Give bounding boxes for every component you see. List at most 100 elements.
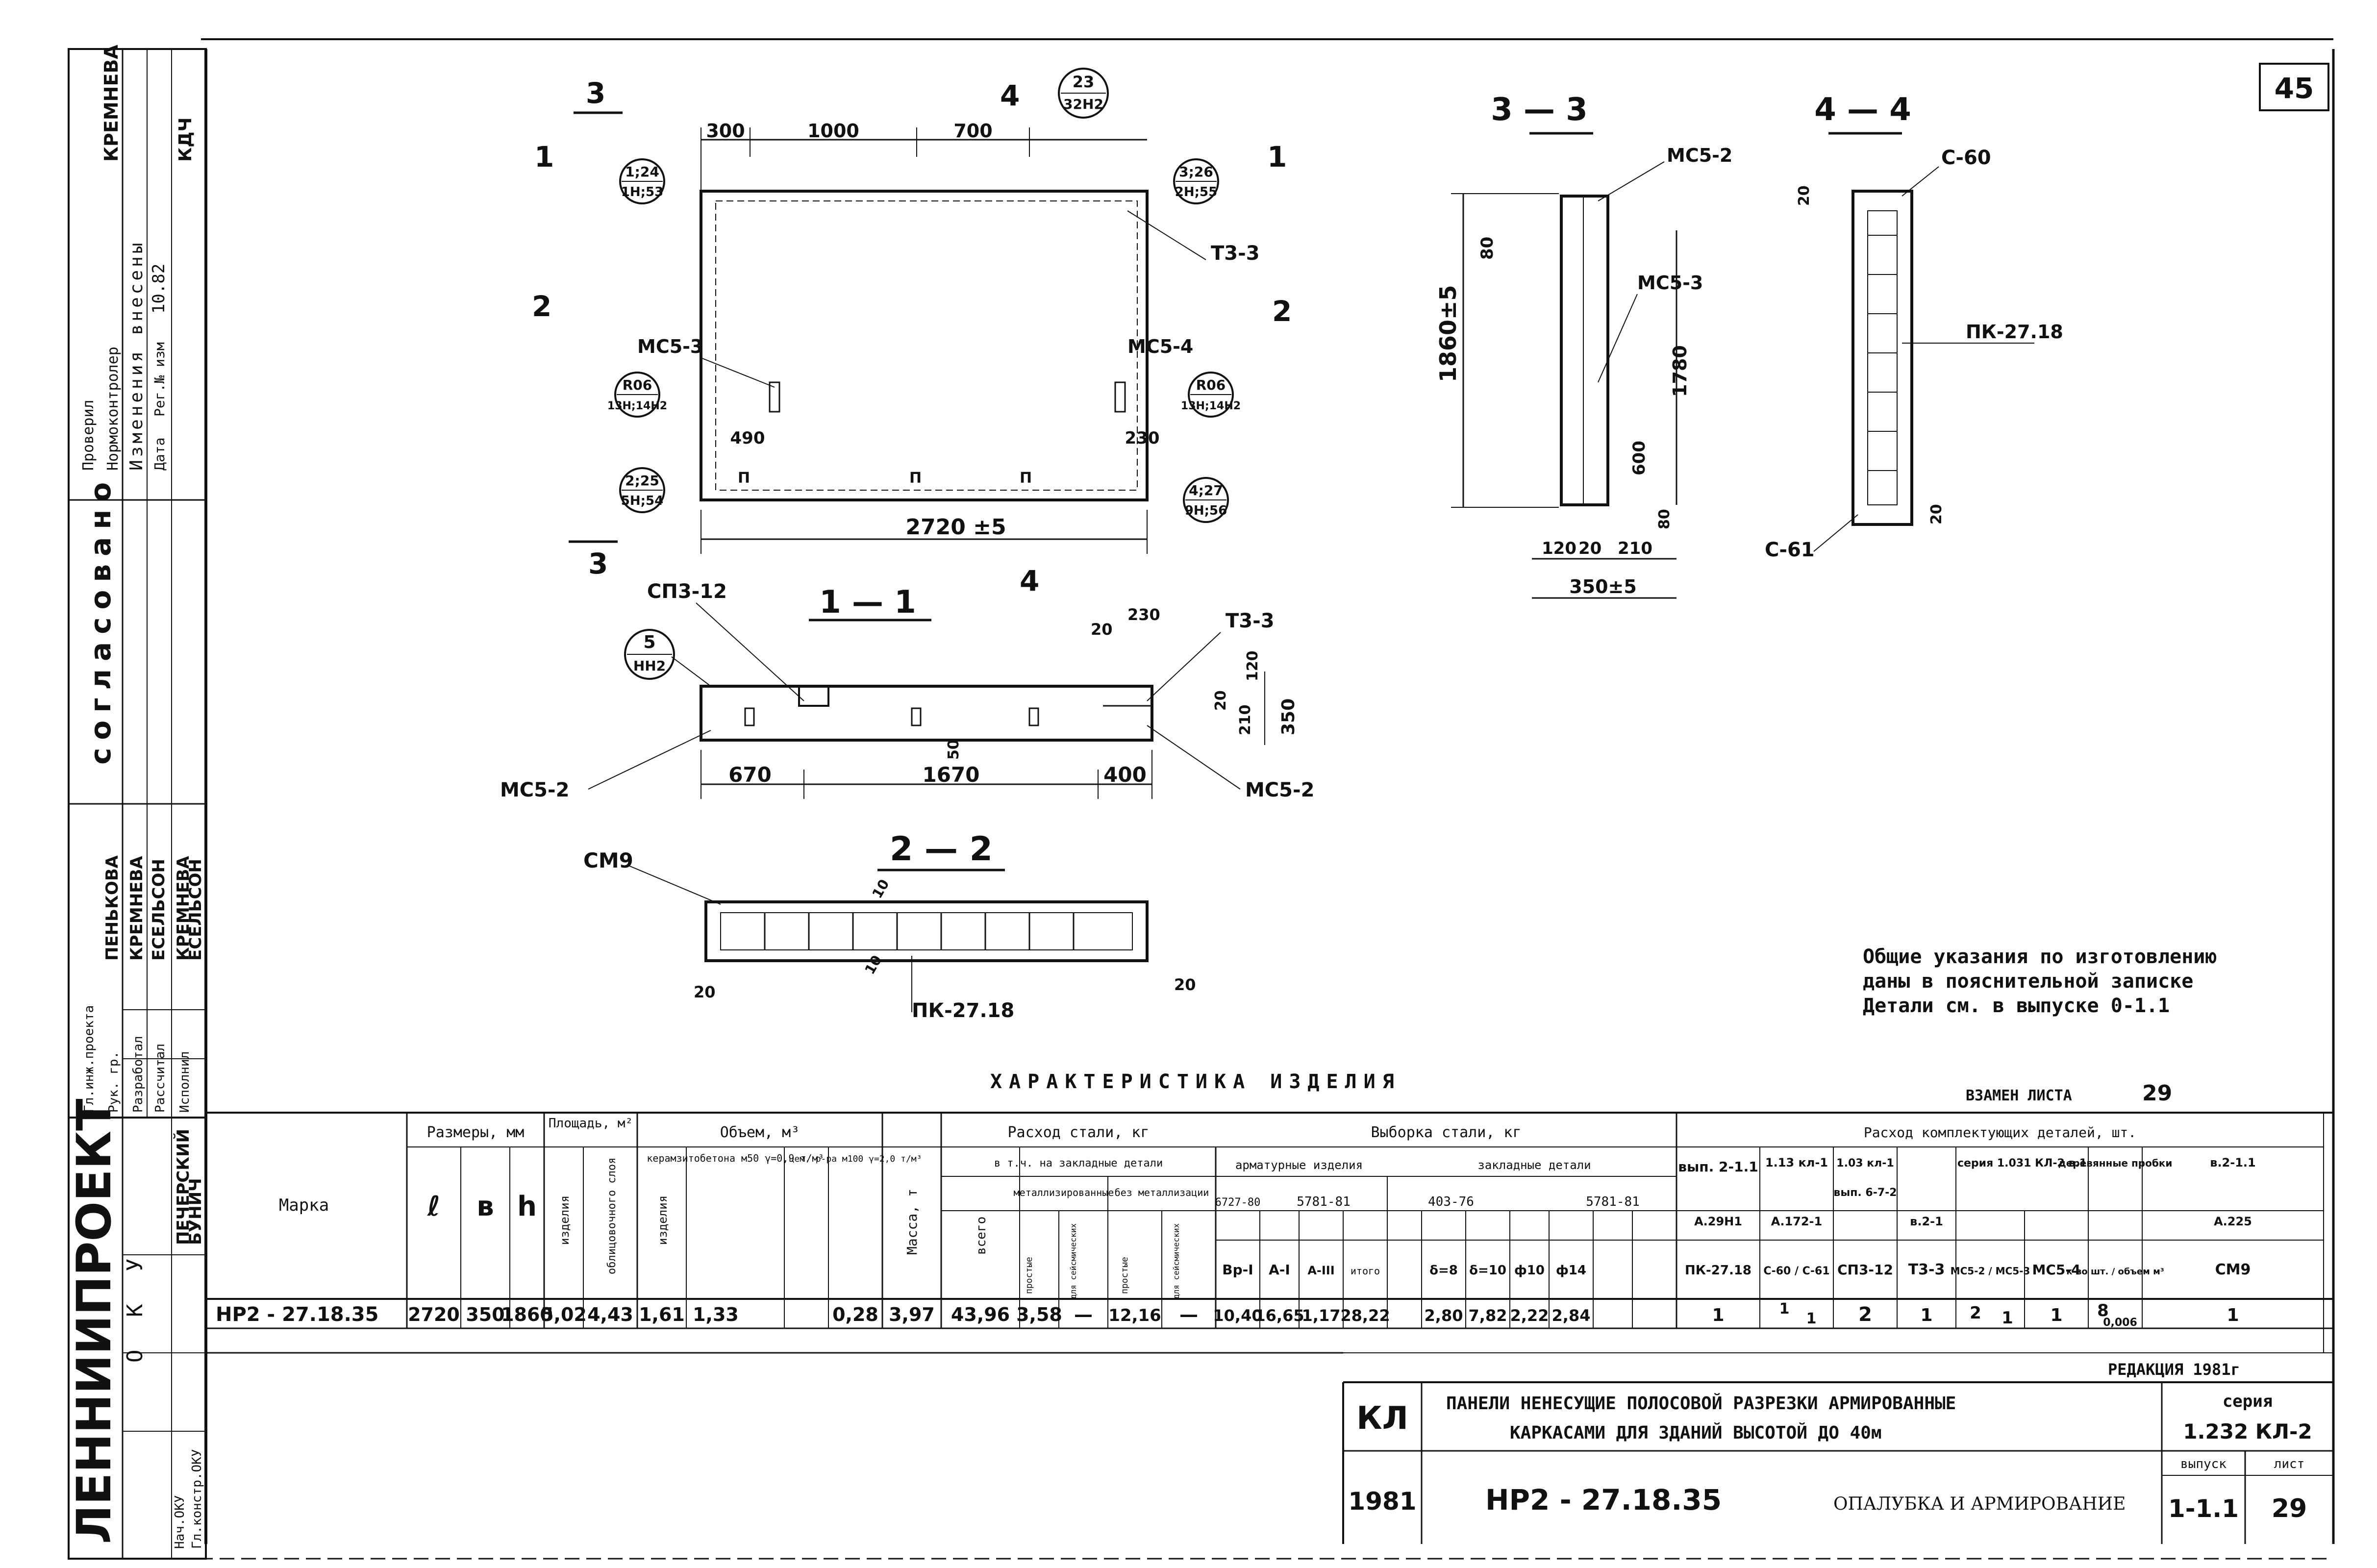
s22-label-pk-27-18: ПК-27.18 [912, 999, 1014, 1022]
callout-23: 23 32Н2 [1058, 68, 1109, 119]
tb-name-1: ПАНЕЛИ НЕНЕСУЩИЕ ПОЛОСОВОЙ РАЗРЕЗКИ АРМИ… [1446, 1393, 1956, 1414]
svg-text:20: 20 [1091, 620, 1113, 639]
hdr-l: ℓ [427, 1191, 440, 1222]
tb-marka: НР2 - 27.18.35 [1485, 1483, 1722, 1517]
approval-date: Дата [151, 438, 168, 471]
svg-text:СП3-12: СП3-12 [1837, 1262, 1893, 1278]
plan-overall-dim: 2720 ±5 [905, 515, 1006, 540]
approval-checked: Проверил [80, 400, 97, 471]
svg-text:1860: 1860 [501, 1304, 553, 1325]
section-2-2: 2 — 2 СМ9 ПК-27.18 20 10 10 20 [583, 830, 1196, 1022]
sheet-number: 45 [2275, 72, 2314, 105]
svg-text:5,02: 5,02 [541, 1304, 587, 1325]
svg-text:20: 20 [1796, 185, 1813, 206]
chief-designer-oku: Гл.констр.ОКУ [190, 1449, 204, 1549]
svg-text:5781-81: 5781-81 [1297, 1195, 1351, 1209]
callout-1-24: 1;24 1Н;53 [619, 158, 665, 204]
svg-text:20: 20 [694, 983, 716, 1001]
role-calculated: Рассчитал [153, 1044, 168, 1113]
mark-3-top: 3 [586, 76, 605, 110]
s11-label-sp3-12: СП3-12 [647, 580, 727, 603]
svg-text:20: 20 [1212, 690, 1229, 711]
col-group-head: Рук. гр. [106, 1051, 121, 1113]
callout-r06-left: R06 13Н;14Н2 [607, 372, 667, 418]
svg-text:350±5: 350±5 [1569, 576, 1637, 597]
callout-4-27: 4;27 9Н;56 [1183, 477, 1229, 523]
name-eselson-2: ЕСЕЛЬСОН [186, 859, 205, 961]
plan-dim-1000: 1000 [807, 120, 859, 142]
hdr-embedded: закладные детали [1477, 1158, 1591, 1172]
svg-text:С-60 / С-61: С-60 / С-61 [1763, 1265, 1829, 1277]
plan-label-p2: П [909, 470, 922, 487]
general-notes: Общие указания по изготовлению даны в по… [1863, 946, 2217, 1017]
hdr-wood-plugs: деревянные пробки [2058, 1157, 2173, 1169]
svg-text:3;26: 3;26 [1179, 164, 1213, 180]
cell-marka: НР2 - 27.18.35 [216, 1303, 378, 1326]
svg-text:4,43: 4,43 [587, 1304, 633, 1325]
svg-text:13Н;14Н2: 13Н;14Н2 [607, 400, 667, 412]
svg-text:—: — [1074, 1304, 1093, 1325]
svg-text:20: 20 [1928, 504, 1945, 524]
head-oku: Нач.ОКУ [173, 1495, 187, 1549]
approval-date-value: 10.82 [149, 264, 169, 314]
plan-label-mc5-3: МС5-3 [637, 336, 703, 357]
role-executed: Исполнил [177, 1051, 192, 1113]
plan-view: 300 1000 700 2720 ±5 490 230 МС5-3 МС5-4… [532, 68, 1292, 597]
svg-text:НН2: НН2 [633, 658, 666, 674]
s11-dim-670: 670 [728, 763, 772, 787]
hdr-steel-total: всего [974, 1217, 989, 1255]
mark-3-bottom: 3 [588, 547, 608, 580]
section-4-4-title: 4 — 4 [1814, 92, 1911, 128]
s11-label-mc5-2-right: МС5-2 [1245, 779, 1314, 801]
name-bunich: БУНИЧ [186, 1178, 205, 1245]
svg-text:10: 10 [869, 876, 892, 901]
name-pechersky: ПЕЧЕРСКИЙ [173, 1129, 193, 1245]
tb-subject: ОПАЛУБКА И АРМИРОВАНИЕ [1833, 1494, 2126, 1514]
approval-changes: Изменения внесены [126, 240, 147, 471]
hdr-metallized: металлизированные [1014, 1187, 1114, 1198]
plan-label-p1: П [738, 470, 750, 487]
svg-text:32Н2: 32Н2 [1063, 96, 1103, 112]
svg-text:43,96: 43,96 [951, 1304, 1010, 1325]
characteristics-table: ХАРАКТЕРИСТИКА ИЗДЕЛИЯ ВЗАМЕН ЛИСТА 29 [206, 1070, 2333, 1354]
tb-series-label: серия [2223, 1392, 2273, 1411]
svg-text:А.29Н1: А.29Н1 [1694, 1215, 1742, 1228]
svg-text:R06: R06 [623, 377, 652, 393]
svg-text:для сейсмических: для сейсмических [1069, 1223, 1078, 1299]
hdr-area: Площадь, м² [549, 1116, 633, 1131]
hdr-vyp-2: вып. 2-1.1 [1678, 1159, 1758, 1175]
mark-4-top: 4 [1000, 79, 1020, 112]
tb-sheet: 29 [2272, 1494, 2307, 1523]
name-penkova: ПЕНЬКОВА [102, 855, 122, 961]
mark-2-right: 2 [1272, 295, 1292, 328]
hdr-h: h [517, 1191, 537, 1222]
approval-regno: Рег.№ изм [151, 342, 168, 417]
svg-text:А-III: А-III [1307, 1264, 1334, 1277]
sheet-frame [69, 38, 2335, 1560]
svg-text:403-76: 403-76 [1428, 1195, 1474, 1209]
note-line-1: Общие указания по изготовлению [1863, 946, 2217, 968]
tb-name-2: КАРКАСАМИ ДЛЯ ЗДАНИЙ ВЫСОТОЙ ДО 40м [1510, 1422, 1882, 1443]
title-block: КЛ 1981 ПАНЕЛИ НЕНЕСУЩИЕ ПОЛОСОВОЙ РАЗРЕ… [1342, 1381, 2333, 1544]
svg-text:итого: итого [1351, 1265, 1380, 1277]
hdr-steel-embedded: в т.ч. на закладные детали [994, 1157, 1163, 1170]
hdr-vol-cem: цем. р-ра м100 γ=2,0 т/м³ [789, 1154, 922, 1164]
svg-text:А-I: А-I [1269, 1262, 1290, 1278]
svg-text:СМ9: СМ9 [2215, 1261, 2251, 1278]
org-name: ЛЕННИИПРОЕКТ [67, 1098, 122, 1544]
callout-2-25: 2;25 5Н;54 [619, 467, 665, 513]
hdr-nonmetallized: без металлизации [1115, 1187, 1209, 1198]
hdr-b: в [476, 1191, 494, 1222]
col-chief-engineer: Гл.инж.проекта [82, 1005, 97, 1113]
plan-label-p3: П [1020, 470, 1032, 487]
name-eselson-1: ЕСЕЛЬСОН [149, 859, 169, 961]
svg-text:ф10: ф10 [1514, 1263, 1545, 1278]
s11-dim-400: 400 [1103, 763, 1147, 787]
hdr-area-item: изделия [558, 1195, 572, 1245]
svg-text:к-во шт. / объем м³: к-во шт. / объем м³ [2066, 1267, 2164, 1277]
svg-text:в.2-1: в.2-1 [1910, 1215, 1943, 1228]
tb-sheet-label: лист [2274, 1457, 2305, 1471]
instead-of-value: 29 [2142, 1081, 2172, 1106]
svg-text:23: 23 [1073, 73, 1095, 91]
hdr-components: Расход комплектующих деталей, шт. [1864, 1124, 2136, 1141]
